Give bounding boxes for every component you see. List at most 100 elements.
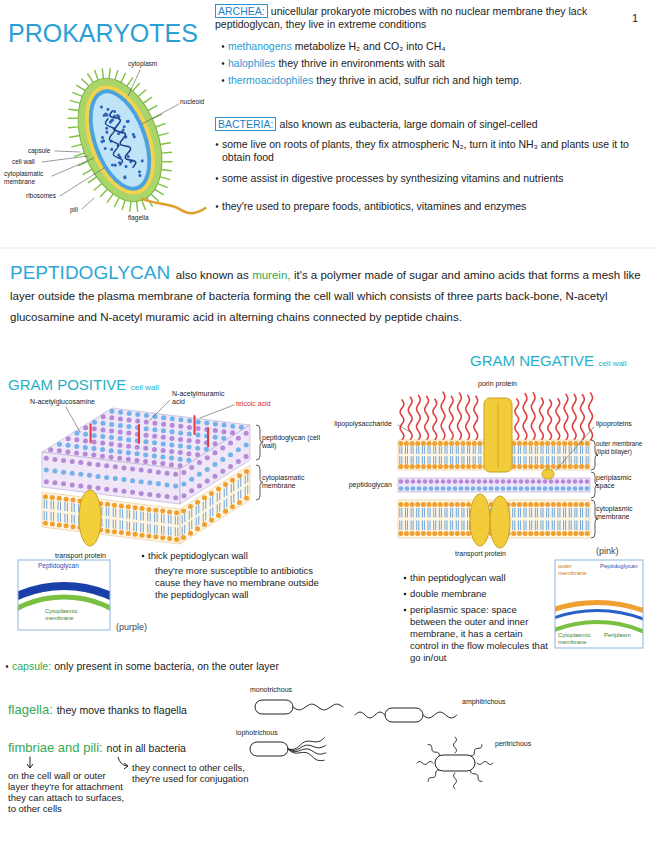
lipid-tail [161, 526, 162, 534]
lipid-tail [552, 447, 553, 454]
arrow-line [30, 757, 31, 767]
lipid-tail [586, 457, 587, 464]
pilus [105, 194, 115, 202]
lipid-head [71, 498, 76, 503]
lipid-tail [217, 505, 218, 513]
lipid-head [562, 502, 567, 507]
lipid-tail [424, 508, 425, 517]
sugar-unit [411, 486, 416, 491]
lipid-tail [240, 490, 241, 498]
sugar-unit [52, 457, 57, 462]
lipid-tail [433, 447, 434, 454]
lipid-tail [548, 521, 549, 530]
sugar-unit [74, 437, 79, 442]
lipid-head [410, 441, 415, 446]
sugar-unit [187, 438, 192, 443]
pilus [70, 98, 80, 106]
lipid-head [528, 502, 533, 507]
lipid-tail [46, 512, 47, 520]
sugar-unit [423, 479, 428, 484]
sugar-unit [417, 486, 422, 491]
text-block: amphitrichous [462, 698, 508, 706]
bullet-dot [216, 177, 219, 180]
lipid-head [568, 531, 573, 536]
lipid-tail [177, 528, 178, 536]
sugar-unit [213, 428, 218, 433]
lipid-head [237, 500, 242, 505]
part-label: cytoplasm [128, 60, 157, 67]
lipid-tail [191, 521, 192, 529]
sugar-unit [178, 444, 183, 449]
sugar-unit [152, 440, 157, 445]
sugar-unit [100, 427, 105, 432]
ribosome [110, 147, 114, 151]
note-text: some assist in digestive processes by sy… [222, 172, 563, 184]
sugar-unit [555, 486, 560, 491]
note-text: they thrive in acid, sulfur rich and hig… [316, 74, 521, 86]
sugar-unit [187, 418, 192, 423]
pilus [156, 124, 165, 127]
lipid-head [534, 441, 539, 446]
lipid-tail [182, 515, 183, 523]
sugar-unit [118, 410, 123, 415]
lipid-head [64, 497, 69, 502]
lipid-tail [588, 521, 589, 530]
lipid-tail [140, 512, 141, 520]
lipid-tail [51, 512, 52, 520]
pilus [155, 187, 163, 197]
lipid-head [398, 464, 403, 469]
sugar-unit [579, 486, 584, 491]
lipid-tail [115, 520, 116, 528]
lipid-tail [447, 457, 448, 464]
lipid-tail [535, 508, 536, 517]
text-block: cytoplasmatic membrane [4, 170, 52, 186]
sugar-unit [83, 425, 88, 430]
lipid-head [427, 464, 432, 469]
lipopolysaccharide-strand [433, 399, 437, 440]
lipid-tail [120, 509, 121, 517]
section-heading: BACTERIA: [215, 117, 276, 131]
sugar-unit [483, 486, 488, 491]
sugar-unit [567, 486, 572, 491]
lipid-tail [113, 508, 114, 516]
lipid-tail [514, 508, 515, 517]
sugar-unit [87, 485, 92, 490]
text-block: peritrichous [495, 740, 533, 748]
lipopolysaccharide-strand [441, 392, 445, 440]
sugar-unit [74, 444, 79, 449]
pilus [73, 90, 82, 99]
lipid-head [50, 522, 55, 527]
sugar-unit [152, 427, 157, 432]
bracket [256, 465, 263, 500]
lipid-head [153, 508, 158, 513]
sugar-unit [126, 424, 131, 429]
bullet-dot [404, 577, 407, 580]
sugar-unit [92, 433, 97, 438]
leader-line [150, 400, 170, 420]
sugar-unit [173, 483, 178, 488]
lipid-tail [120, 521, 121, 529]
sugar-unit [126, 457, 131, 462]
lipid-tail [64, 514, 65, 522]
flagellum [417, 762, 433, 765]
lipid-head [551, 531, 556, 536]
sugar-unit [189, 477, 194, 482]
sugar-unit [471, 479, 476, 484]
text-block: lipopolysaccharide [334, 420, 394, 428]
lipid-tail [543, 447, 544, 454]
color-note: (pink) [596, 546, 619, 556]
lipid-head [573, 531, 578, 536]
lipopolysaccharide-strand [540, 398, 544, 440]
lipid-tail [422, 508, 423, 517]
pilus [142, 97, 152, 103]
sugar-unit [244, 431, 249, 436]
sugar-unit [83, 438, 88, 443]
sugar-unit [130, 478, 135, 483]
lipid-head [153, 534, 158, 539]
sugar-unit [139, 491, 144, 496]
flagellum [288, 749, 326, 754]
pilus [88, 73, 94, 83]
sugar-unit [147, 469, 152, 474]
lipid-head [174, 510, 179, 515]
lipid-head [415, 441, 420, 446]
